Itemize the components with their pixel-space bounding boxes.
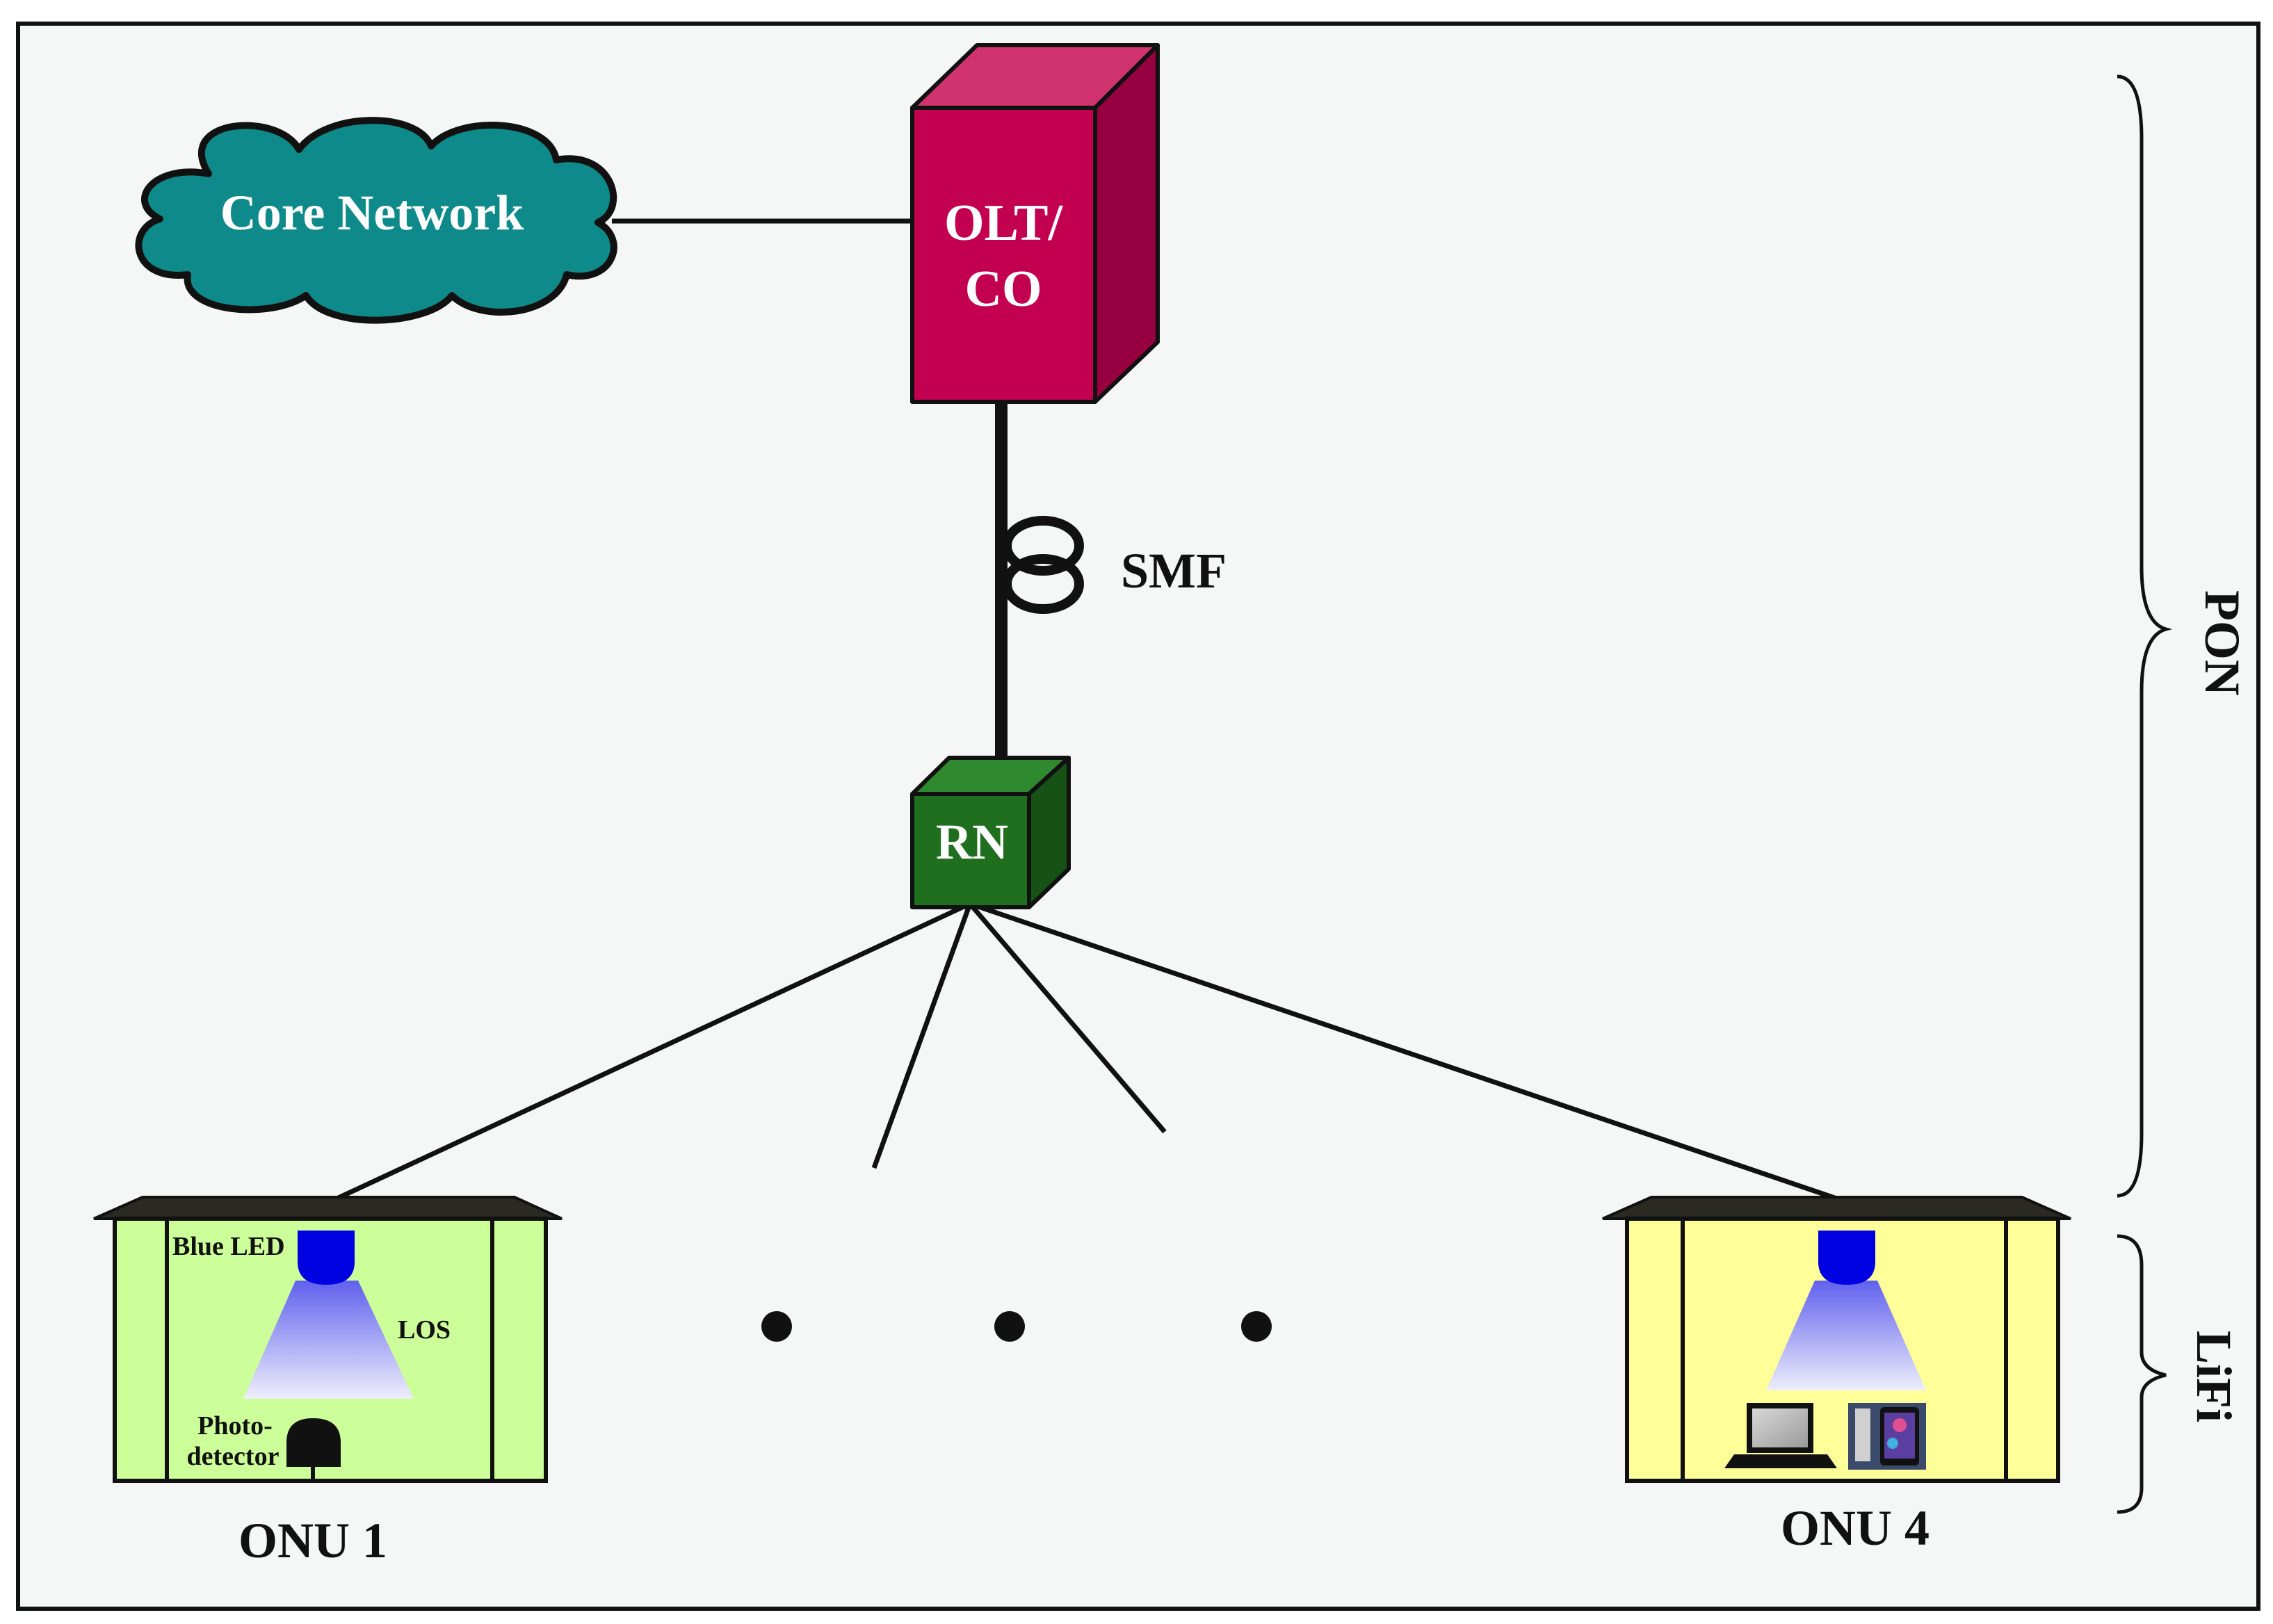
onu1-house: Blue LED LOS Photo- detector	[93, 1196, 563, 1483]
onu4-blue-led	[1818, 1231, 1875, 1285]
onu4-label: ONU 4	[1781, 1500, 1930, 1556]
phone-icon	[1848, 1403, 1926, 1470]
rn-branch-2	[871, 902, 973, 1169]
core-network-cloud: Core Network	[135, 117, 617, 324]
fiber-coil-icon	[1002, 516, 1084, 614]
rn-box: RN	[910, 756, 1071, 909]
cloud-icon	[135, 117, 617, 324]
lifi-brace	[2117, 1234, 2167, 1514]
rn-to-onu1-link	[322, 901, 971, 1208]
onu4-beam	[1766, 1281, 1926, 1390]
smf-label: SMF	[1121, 543, 1227, 599]
onu1-blue-led	[298, 1231, 355, 1285]
rn-front-face	[910, 792, 1031, 909]
olt-label-line2: CO	[965, 261, 1042, 318]
olt-front-face	[910, 106, 1097, 404]
connection-lines	[322, 218, 1857, 1208]
pon-label: PON	[2194, 590, 2250, 696]
onu1-photodetector	[286, 1418, 341, 1467]
onu1-blue-led-label: Blue LED	[172, 1232, 285, 1261]
onu1-roof	[93, 1196, 563, 1220]
onu4-roof	[1602, 1196, 2071, 1220]
olt-co-box: OLT/ CO	[910, 43, 1160, 404]
rn-label: RN	[936, 814, 1008, 870]
laptop-icon	[1724, 1403, 1837, 1468]
olt-label-line1: OLT/	[944, 195, 1063, 252]
core-network-label: Core Network	[220, 185, 524, 241]
onu1-label: ONU 1	[238, 1513, 387, 1568]
onu1-los-beam	[243, 1281, 414, 1399]
onu4-house	[1602, 1196, 2071, 1483]
lifi-label: LiFi	[2186, 1331, 2242, 1422]
rn-to-onu4-link	[969, 901, 1857, 1208]
olt-side-face	[1093, 43, 1160, 404]
more-onus-ellipsis	[761, 1311, 1272, 1342]
pon-brace	[2117, 74, 2173, 1198]
onu1-photodetector-label-line1: Photo-	[197, 1411, 273, 1440]
onu1-los-label: LOS	[398, 1315, 451, 1345]
onu1-photodetector-label-line2: detector	[187, 1442, 280, 1471]
rn-branch-3	[968, 902, 1167, 1134]
